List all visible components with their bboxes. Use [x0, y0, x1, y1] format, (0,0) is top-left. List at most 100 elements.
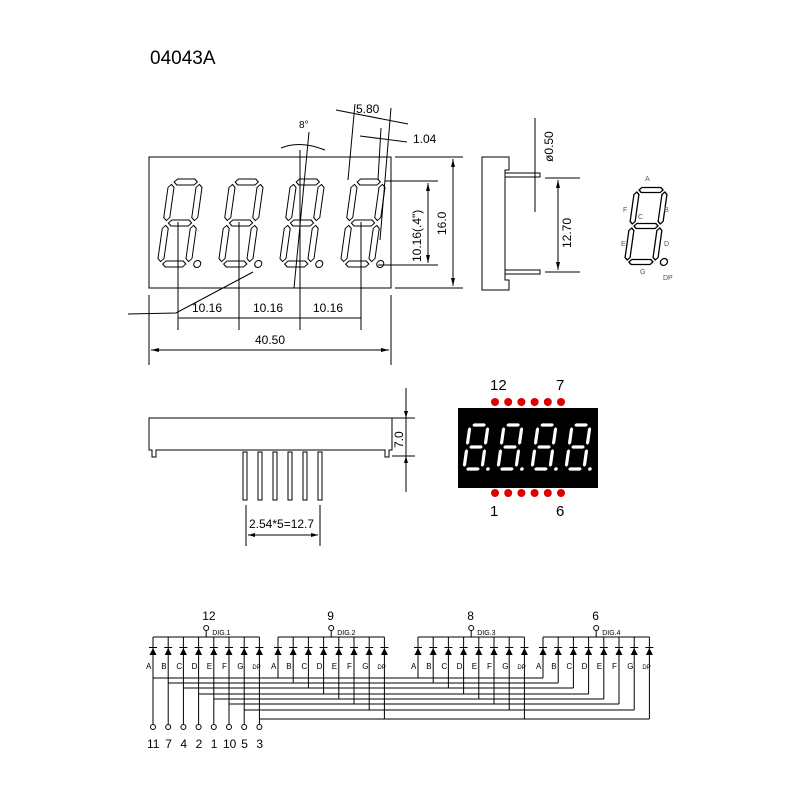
decimal-point	[519, 466, 525, 472]
segment-terminal	[210, 724, 217, 730]
segment-f	[533, 426, 541, 446]
segment-d	[222, 260, 248, 268]
digit-pin-number: 9	[327, 609, 334, 623]
segment-label: G	[237, 662, 243, 671]
diode-icon	[600, 648, 608, 655]
seven-segment-digit	[624, 186, 669, 267]
segment-label-g: G	[640, 269, 645, 276]
pin-dot-bottom	[491, 489, 499, 497]
segment-label: B	[286, 662, 291, 671]
pin	[302, 451, 308, 501]
segment-e	[495, 448, 503, 468]
diode-icon	[240, 648, 248, 655]
digit-terminal	[328, 625, 335, 631]
segment-a	[539, 422, 556, 428]
pin-dot-top	[517, 398, 526, 406]
diode-icon	[179, 648, 187, 655]
diode-icon	[149, 648, 157, 655]
segment-label: F	[222, 662, 227, 671]
segment-c	[513, 448, 521, 468]
segment-terminal	[180, 724, 187, 730]
front-view: 10.16 10.16 10.16 40.50 16.0 10.16(.4") …	[127, 102, 463, 365]
segment-g	[536, 444, 552, 450]
segment-d	[532, 466, 549, 472]
pin	[242, 451, 248, 501]
pitch-label-1: 10.16	[192, 301, 222, 315]
segment-g	[468, 444, 484, 450]
segment-b	[585, 426, 593, 446]
segment-label-a: A	[645, 176, 650, 183]
pin-row-spacing-label: 12.70	[560, 218, 574, 248]
diode-icon	[554, 648, 562, 655]
segment-pin-number: 11	[147, 737, 160, 751]
segment-e	[461, 448, 469, 468]
digit-height-label: 10.16(.4")	[410, 210, 424, 262]
pin-dot-bottom	[543, 489, 552, 497]
segment-b	[551, 426, 559, 446]
bottom-body-outline	[148, 417, 393, 458]
seven-segment-digit	[563, 422, 593, 472]
diode-icon	[444, 648, 452, 655]
diode-icon	[414, 648, 422, 655]
diode-icon	[490, 648, 498, 655]
segment-a	[471, 422, 488, 428]
pin-label-6: 6	[556, 503, 564, 520]
segment-label: A	[411, 662, 417, 671]
segment-d	[628, 258, 654, 266]
pin-label-12: 12	[490, 377, 507, 394]
diode-icon	[210, 648, 218, 655]
segment-e	[340, 224, 352, 263]
segment-label-c: C	[638, 214, 643, 221]
segment-e	[563, 448, 571, 468]
segment-g	[167, 219, 193, 227]
segment-pin-number: 4	[180, 737, 187, 751]
segment-g	[350, 219, 376, 227]
segment-f	[224, 183, 236, 222]
segment-label: E	[597, 662, 602, 671]
segment-e	[279, 224, 291, 263]
segment-label: C	[566, 662, 572, 671]
diode-icon	[505, 648, 513, 655]
segment-f	[346, 183, 358, 222]
segment-b	[483, 426, 491, 446]
segment-terminal	[241, 724, 248, 730]
diode-icon	[429, 648, 437, 655]
diode-icon	[320, 648, 328, 655]
segment-label: F	[487, 662, 492, 671]
seven-segment-digit	[495, 422, 525, 472]
diode-icon	[164, 648, 172, 655]
segment-c	[547, 448, 555, 468]
segment-label: A	[536, 662, 542, 671]
segment-label: C	[176, 662, 182, 671]
digit-width-label: 5.80	[356, 102, 380, 116]
decimal-point	[315, 260, 324, 268]
segment-label-d: D	[664, 241, 669, 248]
diode-icon	[225, 648, 233, 655]
decimal-point	[659, 257, 669, 267]
segment-b	[191, 183, 203, 222]
segment-e	[218, 224, 230, 263]
segment-d	[566, 466, 583, 472]
segment-a	[234, 178, 260, 186]
segment-pin-number: 3	[256, 737, 263, 751]
slant-angle-label: 8°	[299, 120, 309, 131]
segment-c	[246, 224, 258, 263]
segment-label: B	[426, 662, 431, 671]
segment-g	[289, 219, 315, 227]
digit-label: DIG.2	[337, 630, 355, 637]
diode-icon	[585, 648, 593, 655]
segment-label: DP	[517, 665, 525, 671]
pitch-label-3: 10.16	[313, 301, 343, 315]
segment-f	[285, 183, 297, 222]
segment-label: F	[347, 662, 352, 671]
diode-icon	[520, 648, 528, 655]
diode-icon	[380, 648, 388, 655]
segment-d	[283, 260, 309, 268]
pin-label-7: 7	[556, 377, 564, 394]
segment-label: D	[457, 662, 463, 671]
segment-label: C	[441, 662, 447, 671]
digit-label: DIG.1	[212, 630, 230, 637]
segment-label-f: F	[623, 207, 627, 214]
segment-f	[629, 191, 640, 225]
